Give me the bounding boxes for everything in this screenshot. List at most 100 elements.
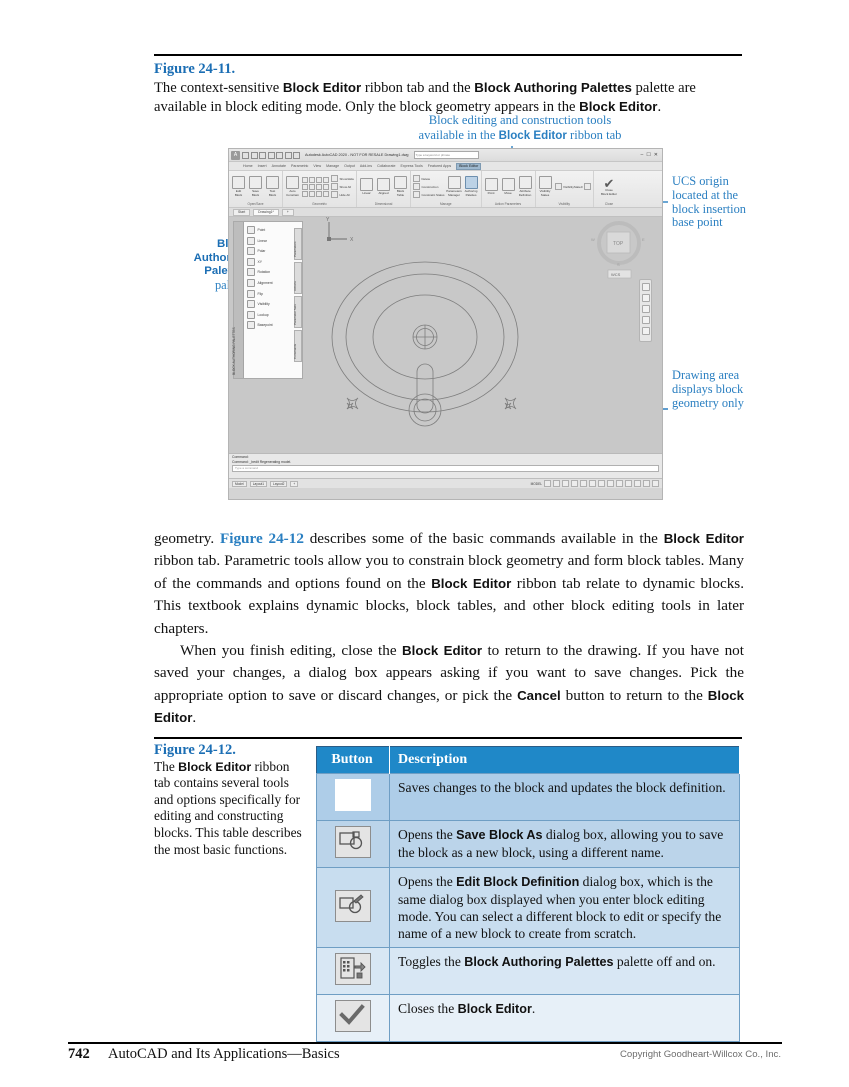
parallel-icon[interactable] bbox=[302, 183, 308, 190]
edit-block-button[interactable]: Edit Block bbox=[231, 176, 246, 197]
status-tab-model[interactable]: Model bbox=[232, 480, 247, 487]
construction-row[interactable]: Construction bbox=[413, 183, 445, 190]
show-all-icon[interactable] bbox=[331, 183, 338, 190]
customization-icon[interactable] bbox=[643, 480, 650, 487]
window-controls[interactable]: – ☐ ✕ bbox=[641, 152, 660, 158]
symmetric-icon[interactable] bbox=[316, 190, 322, 197]
hide-all-row[interactable]: Hide All bbox=[331, 191, 354, 198]
concentric-icon[interactable] bbox=[316, 176, 322, 183]
visibility-states-button[interactable]: Visibility States bbox=[538, 176, 553, 197]
snap-icon[interactable] bbox=[553, 480, 560, 487]
auto-constrain-button[interactable]: Auto Constrain bbox=[285, 176, 300, 197]
new-icon[interactable] bbox=[242, 151, 249, 159]
palette-item-basepoint[interactable]: Basepoint bbox=[247, 321, 300, 330]
polar-tracking-icon[interactable] bbox=[571, 480, 578, 487]
search-input[interactable]: Type a keyword or phrase bbox=[413, 151, 479, 159]
move-action-button[interactable]: Move bbox=[501, 178, 516, 195]
maximize-icon[interactable]: ☐ bbox=[646, 152, 651, 158]
chevron-down-icon[interactable] bbox=[584, 183, 591, 190]
visibility-dropdown-group[interactable]: VisibilityState0 bbox=[554, 183, 591, 190]
collinear-icon[interactable] bbox=[309, 176, 315, 183]
palette-item-visibility[interactable]: Visibility bbox=[247, 300, 300, 309]
ribbon-tab-addins[interactable]: Add-ins bbox=[359, 164, 373, 168]
open-icon[interactable] bbox=[250, 151, 258, 159]
minimize-icon[interactable]: – bbox=[640, 152, 644, 158]
ribbon-tab-home[interactable]: Home bbox=[243, 164, 253, 168]
navigation-bar[interactable] bbox=[639, 279, 652, 342]
orbit-icon[interactable] bbox=[641, 316, 650, 324]
status-tab-layout2[interactable]: Layout2 bbox=[270, 480, 288, 487]
ribbon-tab-express-tools[interactable]: Express Tools bbox=[400, 164, 423, 168]
horizontal-icon[interactable] bbox=[316, 183, 322, 190]
command-line[interactable]: Command: Command: _bedit Regenerating mo… bbox=[229, 453, 662, 478]
visibility-state-select[interactable]: VisibilityState0 bbox=[554, 183, 591, 190]
equal-icon[interactable] bbox=[323, 190, 329, 197]
plot-icon[interactable] bbox=[276, 151, 283, 159]
show-all-row[interactable]: Show All bbox=[331, 183, 354, 190]
show-hide-row[interactable]: Show/Hide bbox=[331, 175, 354, 182]
ribbon-tab-output[interactable]: Output bbox=[344, 164, 355, 168]
ribbon-tab-view[interactable]: View bbox=[313, 164, 322, 168]
save-icon[interactable] bbox=[259, 151, 266, 159]
redo-icon[interactable] bbox=[293, 151, 300, 159]
delete-row[interactable]: Delete bbox=[413, 175, 445, 182]
status-tab-layout1[interactable]: Layout1 bbox=[249, 480, 268, 487]
ortho-icon[interactable] bbox=[562, 480, 569, 487]
coincident-icon[interactable] bbox=[302, 176, 308, 183]
block-table-button[interactable]: Block Table bbox=[393, 176, 408, 197]
undo-icon[interactable] bbox=[284, 151, 292, 159]
ribbon-tab-featured-apps[interactable]: Featured Apps bbox=[427, 164, 452, 168]
status-bar[interactable]: Model Layout1 Layout2 + MODEL bbox=[229, 478, 662, 488]
ribbon-tab-parametric[interactable]: Parametric bbox=[290, 164, 309, 168]
ribbon-tab-annotate[interactable]: Annotate bbox=[271, 164, 286, 168]
linear-button[interactable]: Linear bbox=[359, 178, 374, 195]
geometric-show-hide-group[interactable]: Show/Hide Show All Hide All bbox=[331, 175, 354, 198]
workspace-icon[interactable] bbox=[634, 480, 641, 487]
lineweight-icon[interactable] bbox=[598, 480, 605, 487]
perpendicular-icon[interactable] bbox=[309, 183, 315, 190]
construction-icon[interactable] bbox=[413, 183, 421, 190]
visibility-mode-icon[interactable] bbox=[554, 183, 562, 190]
fix-icon[interactable] bbox=[323, 176, 329, 183]
status-toggles[interactable]: MODEL bbox=[531, 480, 659, 487]
palette-item-lookup[interactable]: Lookup bbox=[247, 310, 300, 319]
osnap-icon[interactable] bbox=[580, 480, 587, 487]
drawing-canvas[interactable]: BLOCK AUTHORING PALETTES Point Linear Po… bbox=[229, 217, 662, 453]
palette-item-xy[interactable]: XY bbox=[247, 257, 300, 266]
annotation-scale-icon[interactable] bbox=[625, 480, 632, 487]
ribbon-tabbar[interactable]: Home Insert Annotate Parametric View Man… bbox=[229, 162, 662, 171]
figure-12-reference[interactable]: Figure 24-12 bbox=[219, 530, 304, 547]
point-parameter-button[interactable]: Point bbox=[484, 178, 499, 195]
close-block-editor-button[interactable]: ✔ Close Block Editor bbox=[596, 177, 622, 196]
parameters-manager-button[interactable]: Parameters Manager bbox=[446, 176, 462, 197]
close-icon[interactable]: ✕ bbox=[653, 152, 658, 158]
palette-item-polar[interactable]: Polar bbox=[247, 247, 300, 256]
save-as-icon[interactable] bbox=[267, 151, 275, 159]
selection-cycling-icon[interactable] bbox=[616, 480, 623, 487]
vertical-icon[interactable] bbox=[323, 183, 329, 190]
attribute-definition-button[interactable]: Attribute Definition bbox=[518, 176, 533, 197]
zoom-extents-icon[interactable] bbox=[641, 305, 650, 313]
quick-access-toolbar[interactable] bbox=[242, 151, 300, 159]
status-add-layout-button[interactable]: + bbox=[290, 480, 299, 487]
palette-item-alignment[interactable]: Alignment bbox=[247, 278, 300, 287]
ribbon-tab-insert[interactable]: Insert bbox=[257, 164, 267, 168]
transparency-icon[interactable] bbox=[607, 480, 614, 487]
tangent-icon[interactable] bbox=[302, 190, 308, 197]
palette-side-tabs[interactable]: Parameters Actions Parameter Sets Constr… bbox=[293, 228, 302, 362]
new-tab-button[interactable]: + bbox=[281, 208, 294, 216]
aligned-button[interactable]: Aligned bbox=[376, 178, 391, 195]
palette-tab-parameter-sets[interactable]: Parameter Sets bbox=[293, 296, 302, 328]
block-authoring-palettes-panel[interactable]: BLOCK AUTHORING PALETTES Point Linear Po… bbox=[232, 221, 303, 379]
constraint-status-row[interactable]: Constraint Status bbox=[413, 191, 445, 198]
pan-icon[interactable] bbox=[641, 294, 650, 302]
command-input[interactable]: Type a command bbox=[232, 465, 659, 473]
palette-tab-constraints[interactable]: Constraints bbox=[293, 330, 302, 362]
palette-tab-actions[interactable]: Actions bbox=[293, 262, 302, 294]
delete-icon[interactable] bbox=[413, 175, 421, 182]
constraint-status-icon[interactable] bbox=[413, 191, 421, 198]
show-hide-icon[interactable] bbox=[331, 175, 338, 182]
palette-item-point[interactable]: Point bbox=[247, 226, 300, 234]
document-tabbar[interactable]: Start Drawing1* + bbox=[229, 208, 662, 217]
doc-tab-drawing1[interactable]: Drawing1* bbox=[253, 208, 279, 216]
